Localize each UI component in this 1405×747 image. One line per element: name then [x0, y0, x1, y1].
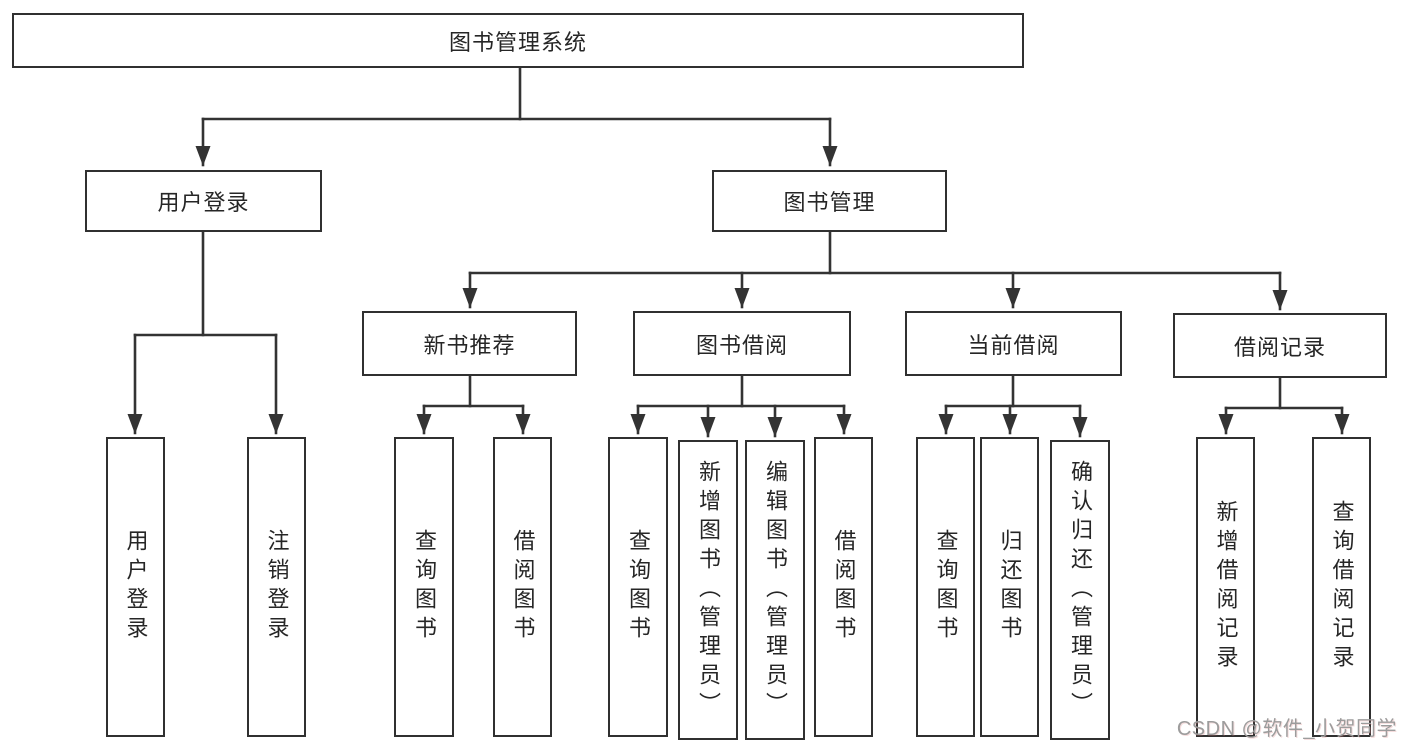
node-new-book-recommend: 新书推荐: [362, 311, 577, 376]
leaf-current-return-books: 归还图书: [980, 437, 1039, 737]
leaf-label: 查询图书: [412, 529, 437, 645]
leaf-records-add-borrow-record: 新增借阅记录: [1196, 437, 1255, 737]
leaf-label: 借阅图书: [510, 529, 536, 645]
node-label: 新书推荐: [423, 332, 516, 358]
node-borrow-records: 借阅记录: [1173, 313, 1387, 378]
leaf-label: 查询图书: [933, 529, 959, 645]
leaf-records-query-borrow-record: 查询借阅记录: [1312, 437, 1371, 737]
node-label: 借阅记录: [1233, 334, 1326, 360]
leaf-borrow-edit-books-admin: 编辑图书（管理员）: [745, 440, 805, 740]
node-user-login: 用户登录: [85, 170, 322, 232]
node-book-management: 图书管理: [712, 170, 947, 232]
leaf-label: 借阅图书: [831, 529, 857, 645]
leaf-label: 确认归还（管理员）: [1068, 459, 1093, 721]
leaf-label: 用户登录: [123, 529, 149, 645]
leaf-label: 归还图书: [997, 529, 1023, 645]
leaf-label: 新增借阅记录: [1213, 500, 1239, 674]
leaf-recommend-query-books: 查询图书: [394, 437, 454, 737]
node-library-management-system: 图书管理系统: [12, 13, 1024, 68]
leaf-label: 编辑图书（管理员）: [763, 459, 788, 721]
leaf-label: 注销登录: [264, 529, 290, 645]
leaf-recommend-borrow-books: 借阅图书: [493, 437, 552, 737]
node-label: 用户登录: [157, 190, 250, 215]
leaf-label: 新增图书（管理员）: [696, 459, 721, 721]
leaf-current-confirm-return-admin: 确认归还（管理员）: [1050, 440, 1110, 740]
leaf-borrow-add-books-admin: 新增图书（管理员）: [678, 440, 738, 740]
leaf-user-login: 用户登录: [106, 437, 165, 737]
node-label: 图书借阅: [695, 332, 788, 358]
csdn-watermark: CSDN @软件_小贺同学: [1176, 718, 1397, 740]
node-book-borrow: 图书借阅: [633, 311, 851, 376]
leaf-label: 查询图书: [626, 529, 651, 645]
leaf-borrow-borrow-books: 借阅图书: [814, 437, 873, 737]
node-label: 当前借阅: [967, 332, 1060, 358]
leaf-label: 查询借阅记录: [1329, 500, 1355, 674]
node-label: 图书管理: [783, 190, 876, 215]
leaf-borrow-query-books: 查询图书: [608, 437, 668, 737]
node-current-borrow: 当前借阅: [905, 311, 1122, 376]
leaf-current-query-books: 查询图书: [916, 437, 975, 737]
node-label: 图书管理系统: [448, 29, 587, 55]
leaf-logout-login: 注销登录: [247, 437, 306, 737]
